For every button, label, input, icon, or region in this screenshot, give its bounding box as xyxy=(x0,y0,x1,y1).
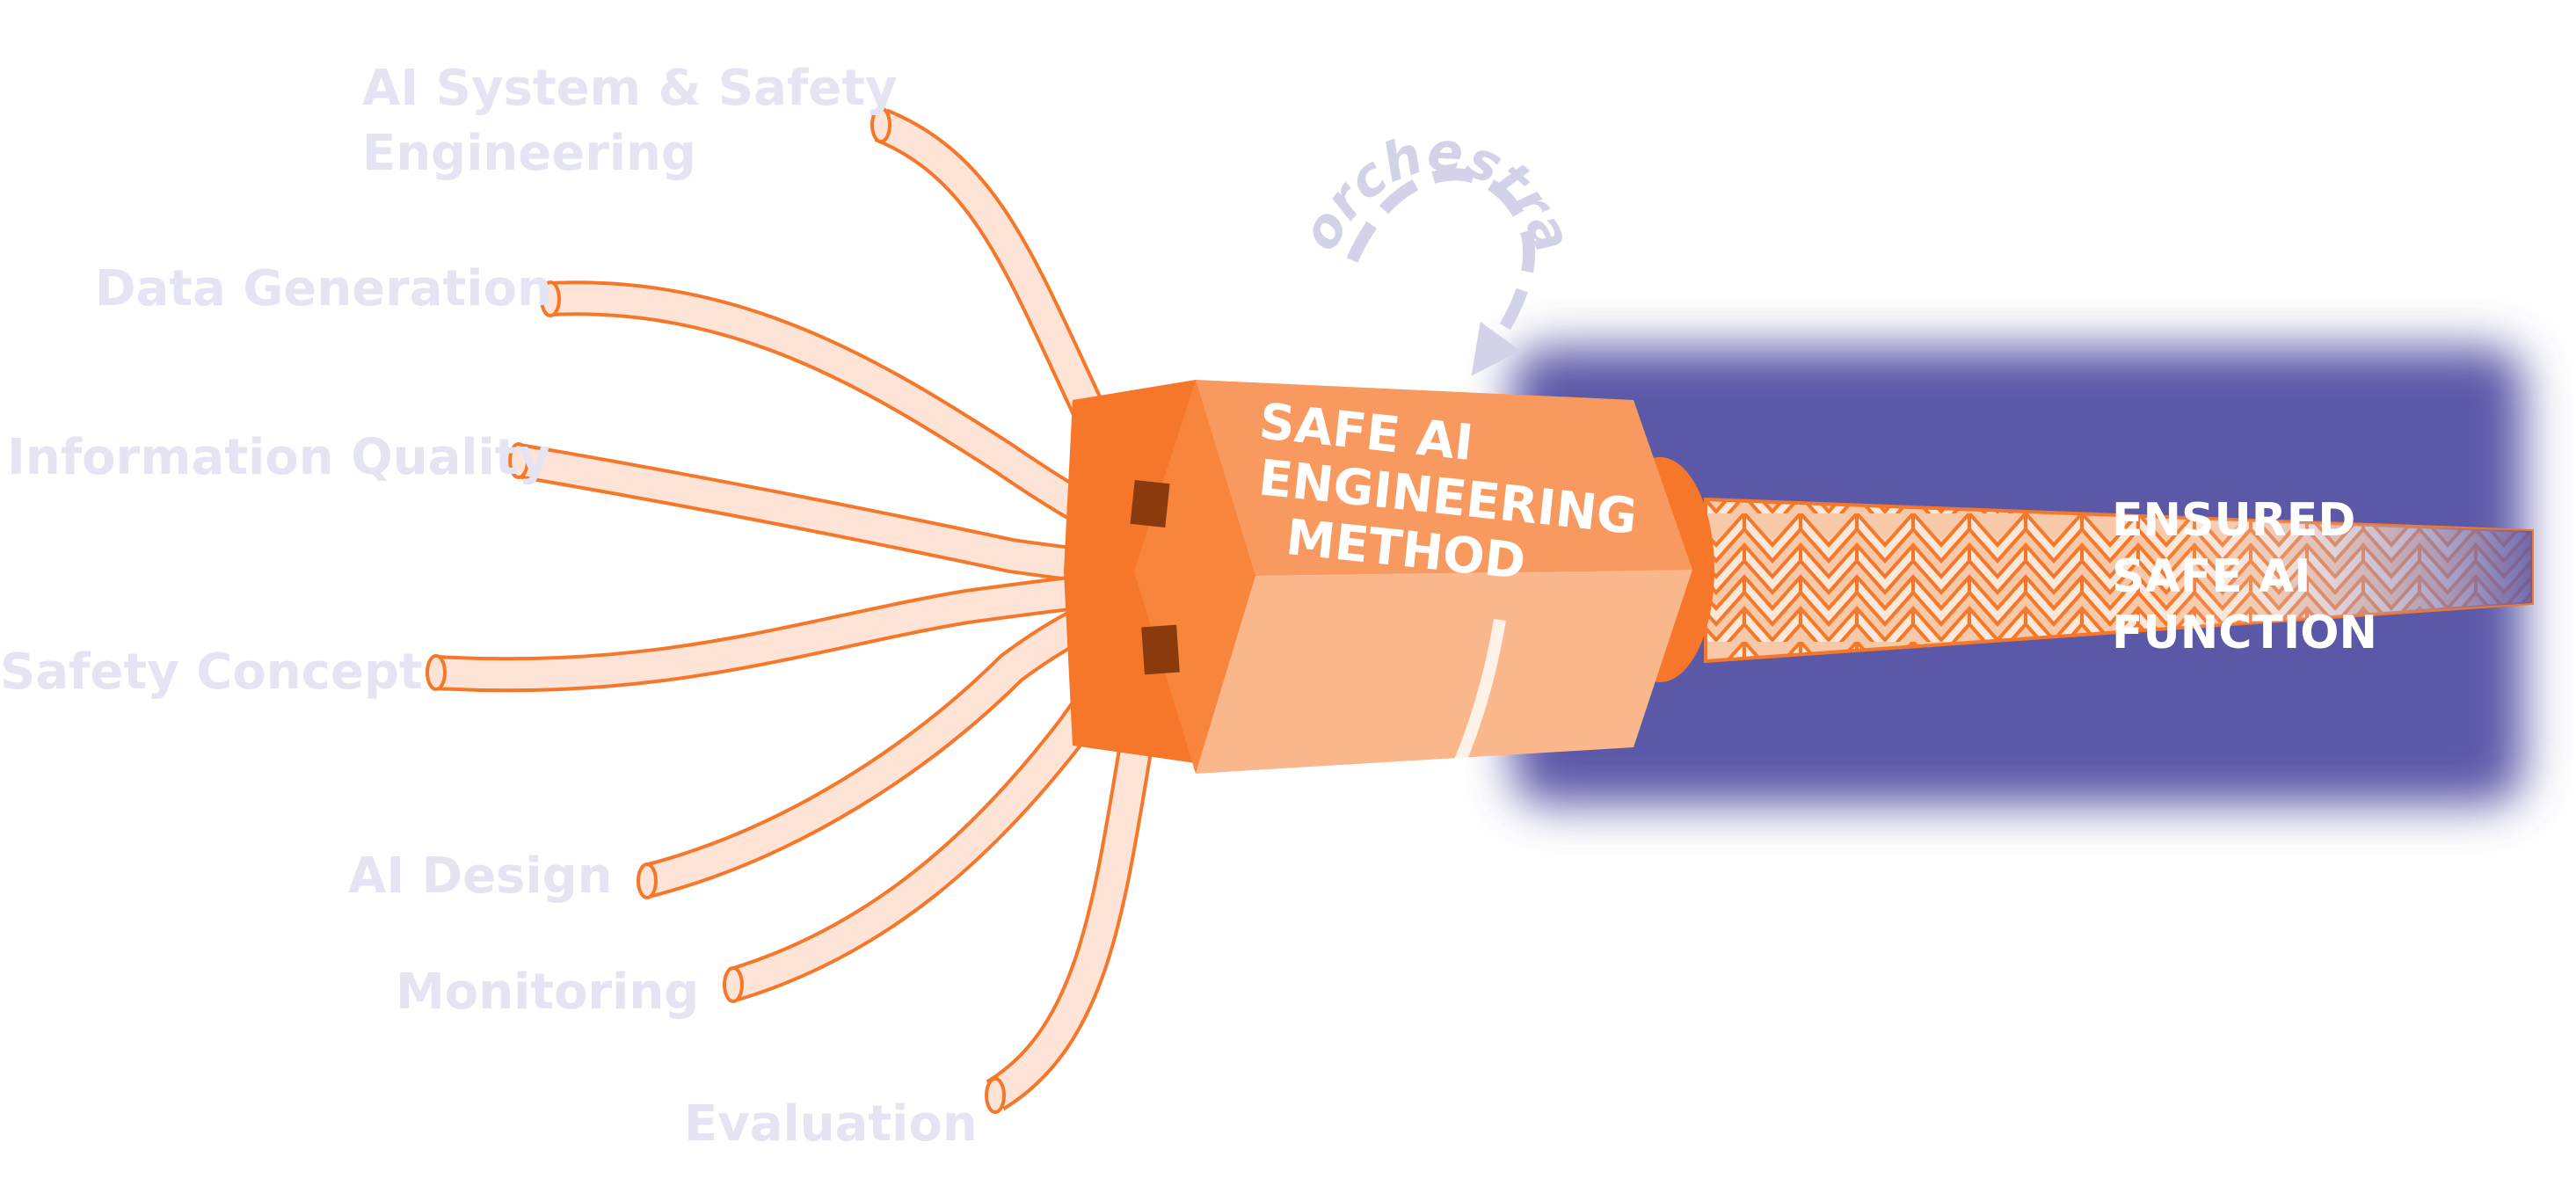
braided-rope xyxy=(1704,497,2534,664)
input-label-information-quality: Information Quality xyxy=(7,429,551,486)
strand-ai-system-safety-engineering-end-cap xyxy=(870,106,891,143)
strand-evaluation-end-cap xyxy=(985,1077,1006,1114)
method-box-front xyxy=(1196,570,1692,774)
strand-monitoring-end-cap xyxy=(723,966,744,1003)
method-box-top xyxy=(1196,380,1692,576)
strand-safety-concept-end-cap xyxy=(426,654,447,691)
slot-upper xyxy=(1130,480,1170,528)
output-label-line-2: SAFE AI xyxy=(2112,550,2311,603)
orchestration-arrow-lower xyxy=(1423,618,1506,826)
output-label-line-3: FUNCTION xyxy=(2112,607,2377,659)
input-label-safety-concept: Safety Concept xyxy=(0,644,423,701)
output-label-line-1: ENSURED xyxy=(2112,494,2356,547)
input-label-ai-design: AI Design xyxy=(348,848,613,905)
strand-data-generation-end-cap xyxy=(540,280,561,317)
input-label-data-generation: Data Generation xyxy=(95,260,552,317)
slot-lower xyxy=(1141,624,1180,675)
input-label-ai-system-safety-engineering: AI System & Safety Engineering xyxy=(362,60,898,182)
output-label: ENSURED SAFE AI FUNCTION xyxy=(2112,492,2377,661)
input-label-evaluation: Evaluation xyxy=(684,1095,978,1153)
strand-ai-design-end-cap xyxy=(637,862,658,899)
strand-information-quality-end-cap xyxy=(508,442,529,479)
orchestration-arrow xyxy=(1346,168,1536,376)
method-box xyxy=(1064,380,1692,774)
method-box-left-face xyxy=(1134,380,1255,774)
input-label-monitoring: Monitoring xyxy=(396,964,700,1021)
